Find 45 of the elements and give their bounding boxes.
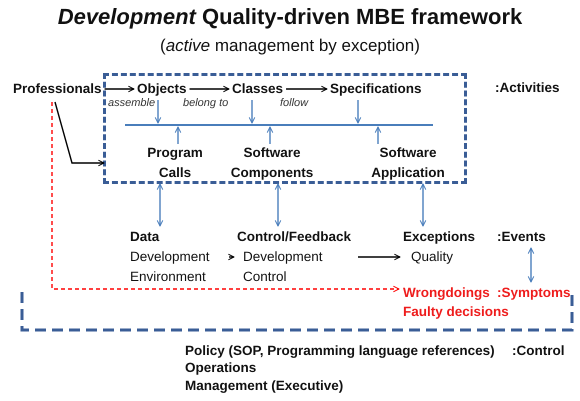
node-label: Professionals	[13, 80, 102, 98]
title: Development Quality-driven MBE framework	[56, 4, 524, 30]
arrow	[286, 86, 328, 92]
arrow	[190, 86, 230, 92]
arrow	[374, 126, 382, 144]
arrow	[528, 248, 534, 282]
arrow	[174, 126, 182, 144]
dashed-frame	[103, 73, 467, 184]
arrow	[51, 102, 400, 292]
arrow	[354, 100, 362, 124]
node-label: :Symptoms	[497, 284, 571, 302]
node-label: Exceptions	[403, 228, 476, 246]
node-label: Software Components	[230, 144, 314, 182]
control-note: Management (Executive)	[185, 377, 344, 395]
connector-bar	[125, 124, 433, 126]
node-label: Specifications	[330, 80, 422, 98]
edge-label: follow	[280, 97, 308, 109]
node-label: Data	[130, 228, 160, 246]
node-label: Software Application	[370, 144, 446, 182]
arrow	[248, 100, 256, 124]
arrow	[358, 254, 400, 260]
node-label: Classes	[232, 80, 284, 98]
arrow	[420, 184, 426, 226]
node-label: Objects	[137, 80, 187, 98]
edge-label: belong to	[183, 97, 228, 109]
node-label: :Events	[497, 228, 546, 246]
arrow	[228, 254, 234, 260]
node-detail: Faulty decisions	[403, 303, 509, 321]
section-label: :Activities	[495, 79, 560, 97]
node-detail: Quality	[410, 248, 454, 266]
arrow	[266, 126, 274, 144]
arrow	[274, 184, 282, 226]
arrow	[104, 86, 134, 92]
section-label: :Control	[512, 342, 564, 360]
arrow	[54, 102, 104, 166]
node-detail: Development Control	[242, 248, 324, 286]
subtitle: (active management by exception)	[159, 36, 421, 56]
control-note: Policy (SOP, Programming language references)	[185, 342, 495, 360]
edge-label: assemble	[108, 97, 156, 109]
control-note: Operations	[185, 359, 256, 377]
node-detail: Development Environment	[130, 248, 211, 286]
node-label: Control/Feedback	[237, 228, 352, 246]
node-label: Program Calls	[146, 144, 204, 182]
arrow	[154, 100, 162, 124]
arrow	[156, 184, 164, 226]
